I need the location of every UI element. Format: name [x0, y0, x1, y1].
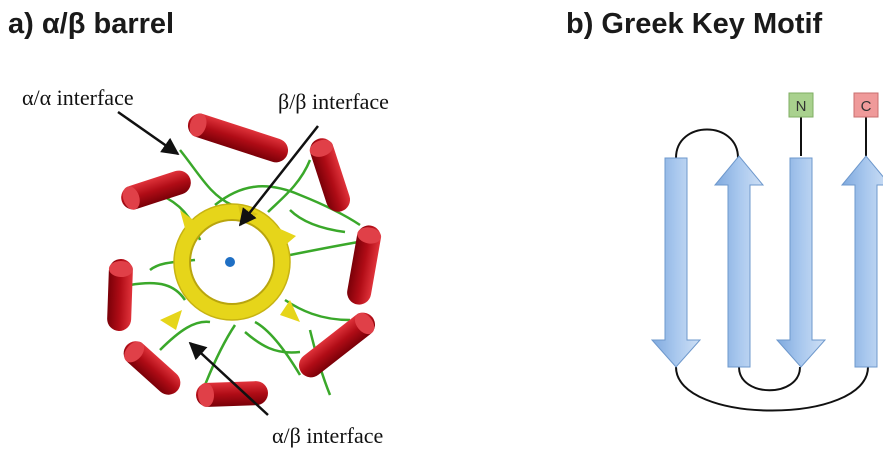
strand-4-up-arrow [840, 155, 883, 368]
top-loop [675, 128, 739, 159]
barrel-center-dot [225, 257, 235, 267]
c-terminus-label: C [861, 98, 872, 115]
connecting-loops [675, 117, 869, 412]
helix-cylinder [196, 381, 268, 407]
helix-cylinder [298, 312, 376, 378]
alpha-beta-barrel [107, 110, 382, 416]
helix-set [107, 113, 382, 407]
alpha-beta-interface-label: α/β interface [272, 423, 384, 448]
arrow-alpha-alpha [117, 110, 180, 156]
helix-cylinder [123, 341, 181, 395]
helix-cylinder [309, 138, 351, 212]
helix-cylinder [187, 113, 289, 163]
beta-beta-interface-label: β/β interface [278, 89, 389, 114]
n-terminus-box [788, 92, 814, 118]
strand-3-down-arrow [775, 157, 827, 368]
helix-cylinder [121, 170, 191, 210]
alpha-alpha-interface-label: α/α interface [22, 85, 134, 110]
strand-2-up-arrow [713, 155, 765, 368]
n-terminus-label: N [796, 98, 807, 115]
panel-b-title: b) Greek Key Motif [566, 8, 823, 40]
helix-cylinder [107, 259, 133, 331]
strand-1-down-arrow [650, 157, 702, 368]
c-terminus-box [853, 92, 879, 118]
arrow-alpha-beta [188, 341, 269, 416]
greek-key-motif: N C [650, 92, 883, 412]
helix-cylinder [347, 225, 382, 305]
inner-bottom-loop [738, 366, 801, 392]
loop-region [129, 149, 371, 396]
outer-bottom-loop [675, 366, 869, 412]
panel-a-title: a) α/β barrel [8, 8, 175, 40]
arrow-beta-beta [238, 125, 319, 227]
annotation-arrows [117, 110, 319, 416]
